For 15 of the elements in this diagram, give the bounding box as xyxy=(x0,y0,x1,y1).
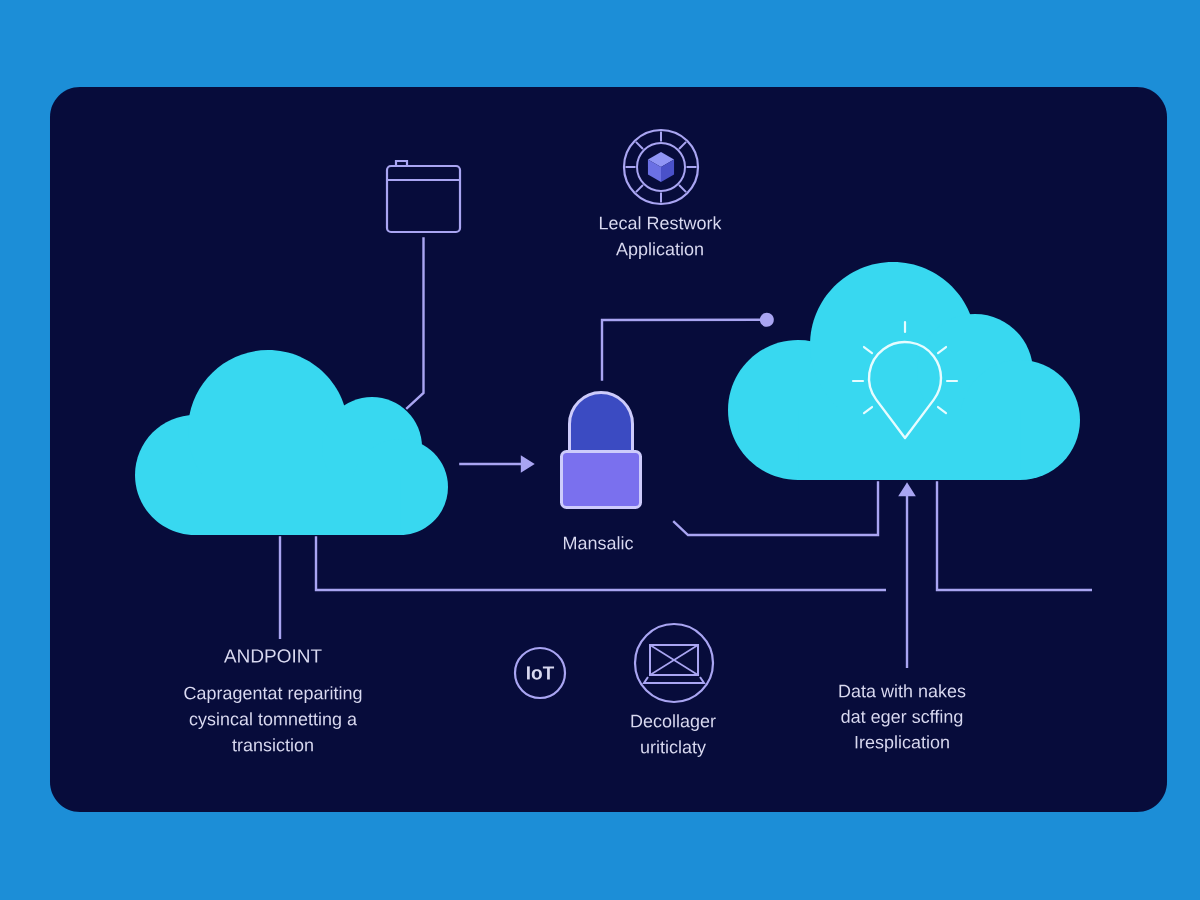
icon-caption: Lecal Restwork Application xyxy=(599,216,722,259)
heading: ANDPOINT xyxy=(223,649,322,663)
connector-line xyxy=(672,481,880,537)
dot-connector xyxy=(600,312,774,381)
window-icon xyxy=(385,159,462,234)
connector-line xyxy=(278,536,282,639)
connector-line xyxy=(314,536,886,592)
cloud xyxy=(135,350,448,535)
connector-line xyxy=(935,481,1092,592)
description: Data with nakes dat eger scffing Iresplication xyxy=(839,684,966,753)
icon-caption: Mansalic xyxy=(563,536,634,550)
icon-caption: Decollager uriticlaty xyxy=(631,714,716,757)
circle-badge: IoT xyxy=(513,646,567,700)
description: Capragentat repariting cysincal tomnetting a transiction xyxy=(184,686,362,752)
connector-line xyxy=(405,237,425,410)
